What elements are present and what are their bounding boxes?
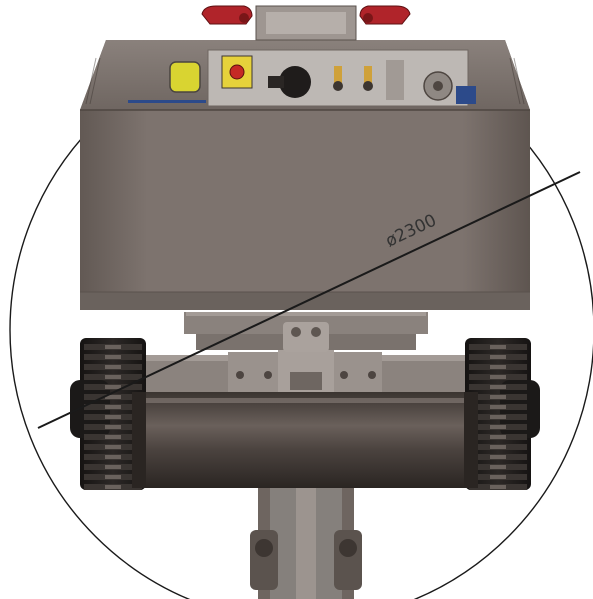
track-link-pin <box>105 365 121 369</box>
lifting-handles <box>201 5 411 41</box>
left-crawler-track <box>70 338 146 490</box>
control-panel <box>128 49 476 107</box>
warning-lamp-icon <box>169 61 201 93</box>
connector-icon <box>279 66 311 98</box>
track-link-pin <box>105 405 121 409</box>
track-link-pin <box>490 465 506 469</box>
track-link-pin <box>105 425 121 429</box>
track-link-pin <box>490 425 506 429</box>
track-link-pin <box>105 485 121 489</box>
track-link-pin <box>105 355 121 359</box>
track-link-pin <box>105 415 121 419</box>
track-link-pin <box>105 375 121 379</box>
track-link-pin <box>105 435 121 439</box>
front-arm-linkage <box>250 486 362 599</box>
right-crawler-track <box>465 338 540 490</box>
track-link-pin <box>105 455 121 459</box>
track-link-pin <box>490 375 506 379</box>
track-link-pin <box>105 445 121 449</box>
track-link-pin <box>490 475 506 479</box>
track-link-pin <box>490 485 506 489</box>
track-link-pin <box>105 385 121 389</box>
track-link-pin <box>490 445 506 449</box>
diameter-dimension-line <box>37 171 581 429</box>
track-link-pin <box>490 395 506 399</box>
track-link-pin <box>490 385 506 389</box>
track-link-pin <box>490 365 506 369</box>
slewing-ring <box>184 312 428 352</box>
track-link-pin <box>490 455 506 459</box>
track-link-pin <box>490 415 506 419</box>
track-link-pin <box>105 395 121 399</box>
track-link-pin <box>490 405 506 409</box>
track-link-pin <box>490 355 506 359</box>
front-drum <box>132 392 478 488</box>
track-link-pin <box>490 345 506 349</box>
track-link-pin <box>490 435 506 439</box>
track-link-pin <box>105 475 121 479</box>
track-link-pin <box>105 465 121 469</box>
undercarriage-frame <box>146 346 465 399</box>
terminal-connectors <box>333 60 404 100</box>
track-link-pin <box>105 345 121 349</box>
